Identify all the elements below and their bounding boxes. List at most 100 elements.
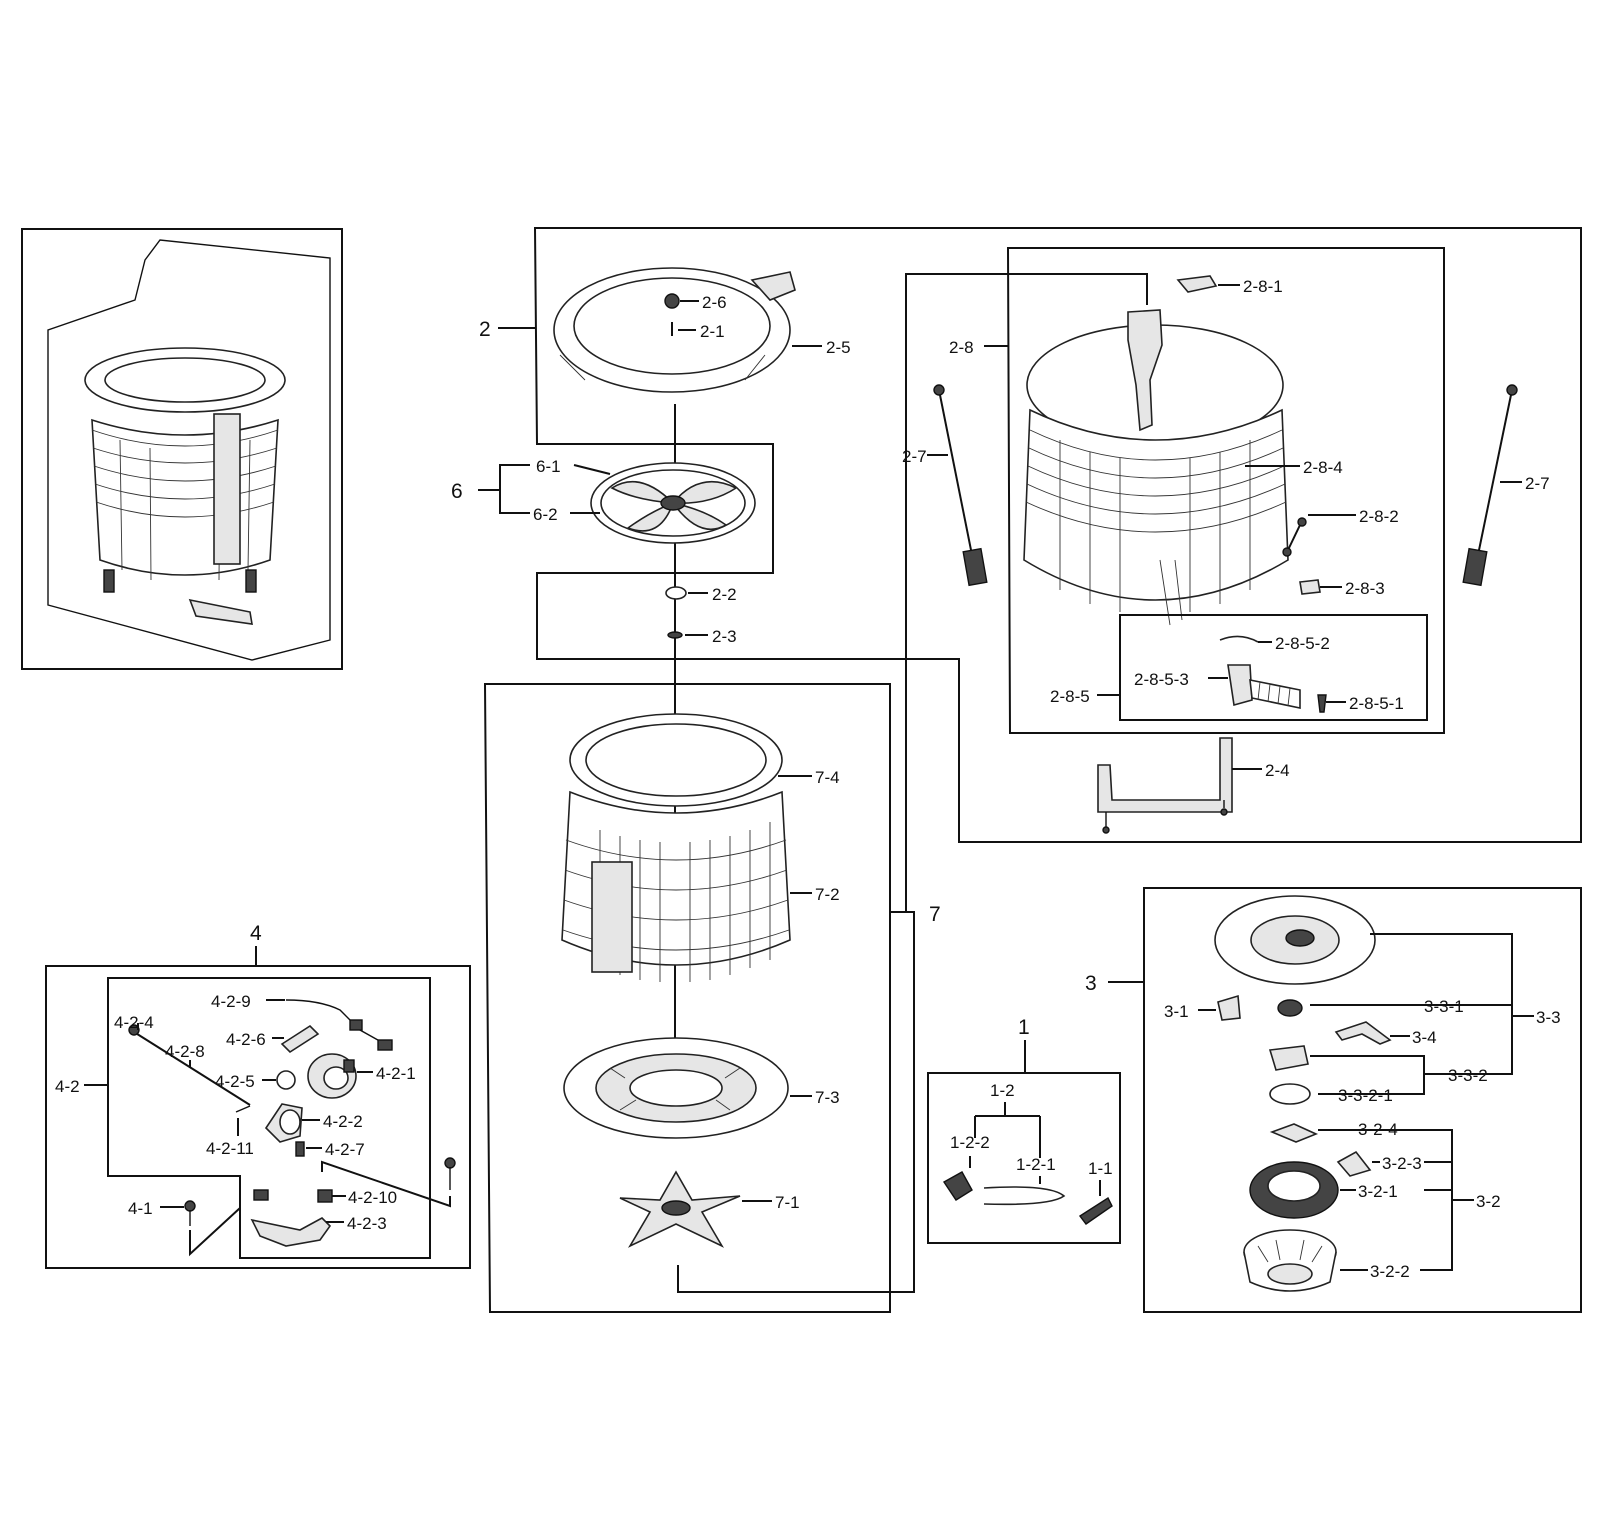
part-2-8-5-1 xyxy=(1317,694,1327,713)
part-4-2-1 xyxy=(307,1053,357,1099)
part-3-2-2 xyxy=(1243,1229,1337,1292)
label-2-8: 2-8 xyxy=(949,338,974,357)
overview-panel xyxy=(21,228,343,670)
flange-shaft-part xyxy=(619,1170,741,1248)
part-3-3-2-1 xyxy=(1269,1083,1311,1105)
part-2-6 xyxy=(664,293,680,309)
bracket-part-2-4 xyxy=(1097,737,1233,834)
part-4-2-10 xyxy=(317,1189,333,1203)
label-2-8-5-1: 2-8-5-1 xyxy=(1349,694,1404,713)
label-4-2-1: 4-2-1 xyxy=(376,1064,416,1083)
label-4-2-2: 4-2-2 xyxy=(323,1112,363,1131)
label-4-2-6: 4-2-6 xyxy=(226,1030,266,1049)
spin-basket-part xyxy=(561,713,791,982)
label-7-3: 7-3 xyxy=(815,1088,840,1107)
part-2-8-2 xyxy=(1287,524,1301,551)
label-3-3-1: 3-3-1 xyxy=(1424,997,1464,1016)
label-2-4: 2-4 xyxy=(1265,761,1290,780)
label-2-6: 2-6 xyxy=(702,293,727,312)
label-1-2-1: 1-2-1 xyxy=(1016,1155,1056,1174)
part-4-2-10-left xyxy=(253,1189,269,1201)
label-3: 3 xyxy=(1085,972,1097,995)
label-3-2-2: 3-2-2 xyxy=(1370,1262,1410,1281)
label-2: 2 xyxy=(479,318,491,341)
label-2-8-3: 2-8-3 xyxy=(1345,579,1385,598)
group-3-outline xyxy=(1143,887,1582,1313)
label-2-7-left: 2-7 xyxy=(902,447,927,466)
label-4-2-3: 4-2-3 xyxy=(347,1214,387,1233)
outer-tub-part xyxy=(1023,309,1289,626)
part-3-2-1 xyxy=(1249,1161,1339,1219)
basket-bottom-part xyxy=(563,1037,789,1139)
label-1-2: 1-2 xyxy=(990,1081,1015,1100)
label-3-2-4: 3-2-4 xyxy=(1358,1120,1398,1139)
label-3-2: 3-2 xyxy=(1476,1192,1501,1211)
suspension-rod-right xyxy=(1462,384,1518,587)
label-3-3: 3-3 xyxy=(1536,1008,1561,1027)
label-2-8-1: 2-8-1 xyxy=(1243,277,1283,296)
tub-cover-part xyxy=(553,267,796,393)
label-4: 4 xyxy=(250,922,262,945)
part-3-2-4 xyxy=(1269,1123,1319,1143)
part-4-2-3 xyxy=(250,1217,332,1247)
label-7-4: 7-4 xyxy=(815,768,840,787)
part-3-1 xyxy=(1217,994,1241,1021)
part-2-8-3 xyxy=(1299,579,1321,595)
part-2-3 xyxy=(667,631,683,639)
label-3-3-2-1: 3-3-2-1 xyxy=(1338,1086,1393,1105)
part-4-1-right xyxy=(444,1157,456,1190)
part-2-8-1 xyxy=(1176,275,1218,293)
part-1-1 xyxy=(1078,1196,1113,1225)
group-7-outline xyxy=(483,683,891,1313)
part-4-2-6 xyxy=(280,1024,320,1054)
assembled-tub-illustration xyxy=(84,347,286,625)
label-1-2-2: 1-2-2 xyxy=(950,1133,990,1152)
group-1-outline xyxy=(927,1072,1121,1244)
label-4-2-7: 4-2-7 xyxy=(325,1140,365,1159)
label-2-8-5: 2-8-5 xyxy=(1050,687,1090,706)
label-2-8-4: 2-8-4 xyxy=(1303,458,1343,477)
label-3-2-3: 3-2-3 xyxy=(1382,1154,1422,1173)
label-7-1: 7-1 xyxy=(775,1193,800,1212)
label-4-2-11: 4-2-11 xyxy=(206,1139,254,1158)
overview-frame xyxy=(21,228,343,670)
part-3-3-1 xyxy=(1277,999,1303,1017)
label-4-2-10: 4-2-10 xyxy=(348,1188,397,1207)
label-2-2: 2-2 xyxy=(712,585,737,604)
label-3-1: 3-1 xyxy=(1164,1002,1189,1021)
label-3-3-2: 3-3-2 xyxy=(1448,1066,1488,1085)
part-2-2 xyxy=(665,586,687,600)
label-2-8-5-2: 2-8-5-2 xyxy=(1275,634,1330,653)
part-3-4 xyxy=(1334,1021,1392,1045)
suspension-rod-left xyxy=(933,384,988,587)
label-4-2-5: 4-2-5 xyxy=(215,1072,255,1091)
label-2-7-right: 2-7 xyxy=(1525,474,1550,493)
label-6-1: 6-1 xyxy=(536,457,561,476)
label-2-8-2: 2-8-2 xyxy=(1359,507,1399,526)
label-4-2: 4-2 xyxy=(55,1077,80,1096)
label-6: 6 xyxy=(451,480,463,503)
label-1: 1 xyxy=(1018,1016,1030,1039)
label-4-2-8: 4-2-8 xyxy=(165,1042,205,1061)
part-1-2-1 xyxy=(983,1186,1066,1206)
label-4-2-4: 4-2-4 xyxy=(114,1013,154,1032)
tub-assembly-center: 2 2-6 2-1 2-5 6 6-1 6-2 xyxy=(451,227,1582,1313)
group-2-8-outline xyxy=(1006,247,1445,734)
part-4-1 xyxy=(184,1200,196,1226)
part-4-2-2 xyxy=(264,1103,303,1143)
part-4-2-8 xyxy=(133,1031,251,1106)
label-3-2-1: 3-2-1 xyxy=(1358,1182,1398,1201)
part-4-2-7 xyxy=(295,1141,305,1157)
part-4-2-5 xyxy=(276,1070,296,1090)
label-2-1: 2-1 xyxy=(700,322,725,341)
group-4-outline xyxy=(45,965,471,1269)
drain-pump-group: 4 4-2 4-2-9 4-2-4 4-2-8 4-2-6 4-2-1 xyxy=(45,922,471,1269)
label-7-2: 7-2 xyxy=(815,885,840,904)
group-2-outline xyxy=(533,227,1582,843)
label-1-1: 1-1 xyxy=(1088,1159,1113,1178)
part-3-2-3 xyxy=(1336,1150,1372,1177)
label-2-8-5-3: 2-8-5-3 xyxy=(1134,670,1189,689)
cabinet-outline xyxy=(47,239,331,661)
drive-group: 3 3-3 3-1 3-3-1 3-4 3-3-2 3-3-2-1 xyxy=(1085,887,1582,1313)
